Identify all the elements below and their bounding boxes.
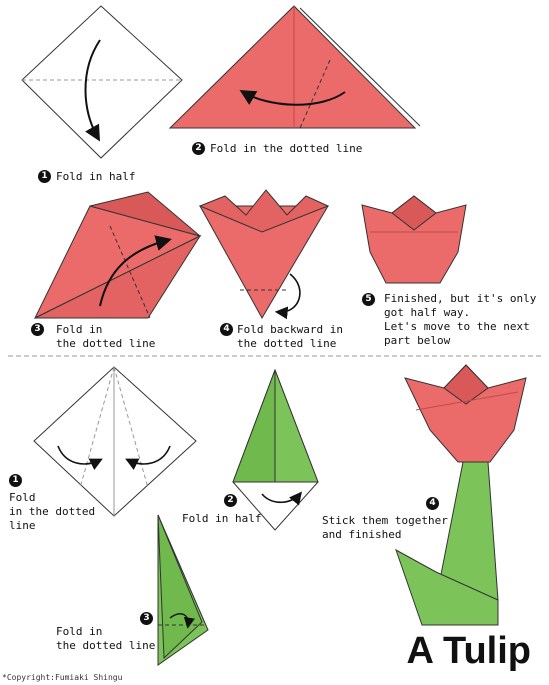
step-number-badge: 4 [426,497,439,510]
stem-step4-label: Stick them together and finished [322,514,448,541]
flower-step5-label: Finished, but it's only got half way. Le… [384,292,537,347]
fold-arrow-icon [169,613,195,629]
flower-step4-label: Fold backward in the dotted line [237,323,343,350]
flower-step2-label: Fold in the dotted line [210,142,363,155]
stem-step2-paper [232,368,319,531]
stem-step2-label: Fold in half [182,512,262,525]
flower-step3-paper [33,191,202,320]
flower-step2-paper [168,5,421,129]
page-title: A Tulip [406,630,531,672]
flower-step4-paper [198,189,330,320]
fold-arrow-icon [57,445,103,471]
fold-arrow-icon [84,39,101,142]
step-number-badge: 1 [9,474,22,487]
stem-step3-paper [157,514,209,666]
fold-arrow-icon [125,445,171,471]
fold-arrow-icon [274,273,301,320]
step-number-badge: 4 [220,323,233,336]
copyright-text: *Copyright:Fumiaki Shingu [2,673,123,682]
fold-arrow-icon [239,89,346,106]
step-number-badge: 3 [140,612,153,625]
step-number-badge: 3 [31,323,44,336]
flower-step1-paper [21,5,183,159]
fold-arrow-icon [99,235,172,307]
flower-step5-head [361,195,467,284]
flower-step1-label: Fold in half [56,170,136,183]
finished-tulip [395,364,527,626]
stem-step3-label: Fold in the dotted line [56,625,156,652]
step-number-badge: 2 [192,142,205,155]
stem-step1-paper [33,366,197,517]
fold-arrow-icon [261,491,303,506]
stem-step1-label: Fold in the dotted line [9,491,96,532]
step-number-badge: 1 [38,170,51,183]
step-number-badge: 2 [224,494,237,507]
flower-step3-label: Fold in the dotted line [56,323,156,350]
step-number-badge: 5 [362,293,375,306]
